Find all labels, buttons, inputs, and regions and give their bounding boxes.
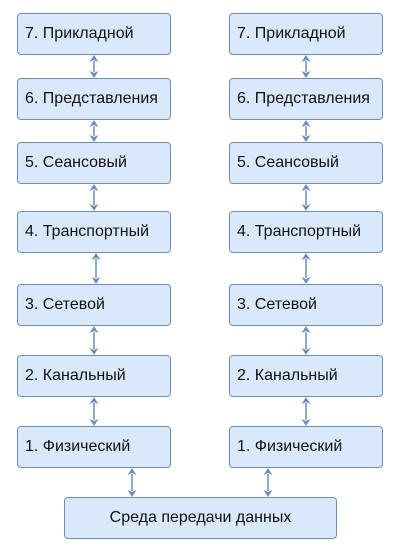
right-layer-7-label: 7. Прикладной	[237, 25, 346, 42]
right-arrow-4-3-icon	[301, 253, 311, 284]
right-arrow-2-1-icon	[301, 397, 311, 426]
left-layer-6-box: 6. Представления	[17, 78, 171, 120]
right-arrow-3-2-icon	[301, 326, 311, 355]
left-layer-4-box: 4. Транспортный	[17, 211, 171, 253]
left-arrow-4-3-icon	[91, 253, 101, 284]
left-layer-3-label: 3. Сетевой	[25, 296, 105, 313]
right-layer-1-label: 1. Физический	[237, 438, 343, 455]
left-layer-6-label: 6. Представления	[25, 90, 158, 107]
right-arrow-7-6-icon	[301, 55, 311, 78]
right-layer-7-box: 7. Прикладной	[229, 13, 383, 55]
left-layer-5-label: 5. Сеансовый	[25, 154, 127, 171]
right-layer-5-label: 5. Сеансовый	[237, 154, 339, 171]
left-layer-5-box: 5. Сеансовый	[17, 142, 171, 184]
right-layer-6-box: 6. Представления	[229, 78, 383, 120]
left-arrow-2-1-icon	[89, 397, 99, 426]
left-arrow-7-6-icon	[89, 55, 99, 78]
right-arrow-6-5-icon	[301, 120, 311, 142]
right-layer-2-label: 2. Канальный	[237, 367, 338, 384]
left-arrow-3-2-icon	[89, 326, 99, 355]
right-layer-3-label: 3. Сетевой	[237, 296, 317, 313]
left-layer-4-label: 4. Транспортный	[25, 223, 150, 240]
left-layer-1-label: 1. Физический	[25, 438, 131, 455]
left-layer-2-box: 2. Канальный	[17, 355, 171, 397]
left-arrow-5-4-icon	[89, 184, 99, 211]
right-layer-6-label: 6. Представления	[237, 90, 370, 107]
left-layer-3-box: 3. Сетевой	[17, 284, 171, 326]
left-layer-1-box: 1. Физический	[17, 426, 171, 468]
transmission-medium-box: Среда передачи данных	[64, 497, 337, 539]
left-layer-7-box: 7. Прикладной	[17, 13, 171, 55]
right-layer-3-box: 3. Сетевой	[229, 284, 383, 326]
right-layer-4-box: 4. Транспортный	[229, 211, 383, 253]
left-arrow-1-medium-icon	[127, 468, 137, 497]
left-arrow-6-5-icon	[89, 120, 99, 142]
left-layer-2-label: 2. Канальный	[25, 367, 126, 384]
left-layer-7-label: 7. Прикладной	[25, 25, 134, 42]
transmission-medium-label: Среда передачи данных	[109, 509, 292, 526]
right-layer-5-box: 5. Сеансовый	[229, 142, 383, 184]
right-arrow-5-4-icon	[301, 184, 311, 211]
right-layer-1-box: 1. Физический	[229, 426, 383, 468]
right-layer-4-label: 4. Транспортный	[237, 223, 362, 240]
right-arrow-1-medium-icon	[263, 468, 273, 497]
right-layer-2-box: 2. Канальный	[229, 355, 383, 397]
